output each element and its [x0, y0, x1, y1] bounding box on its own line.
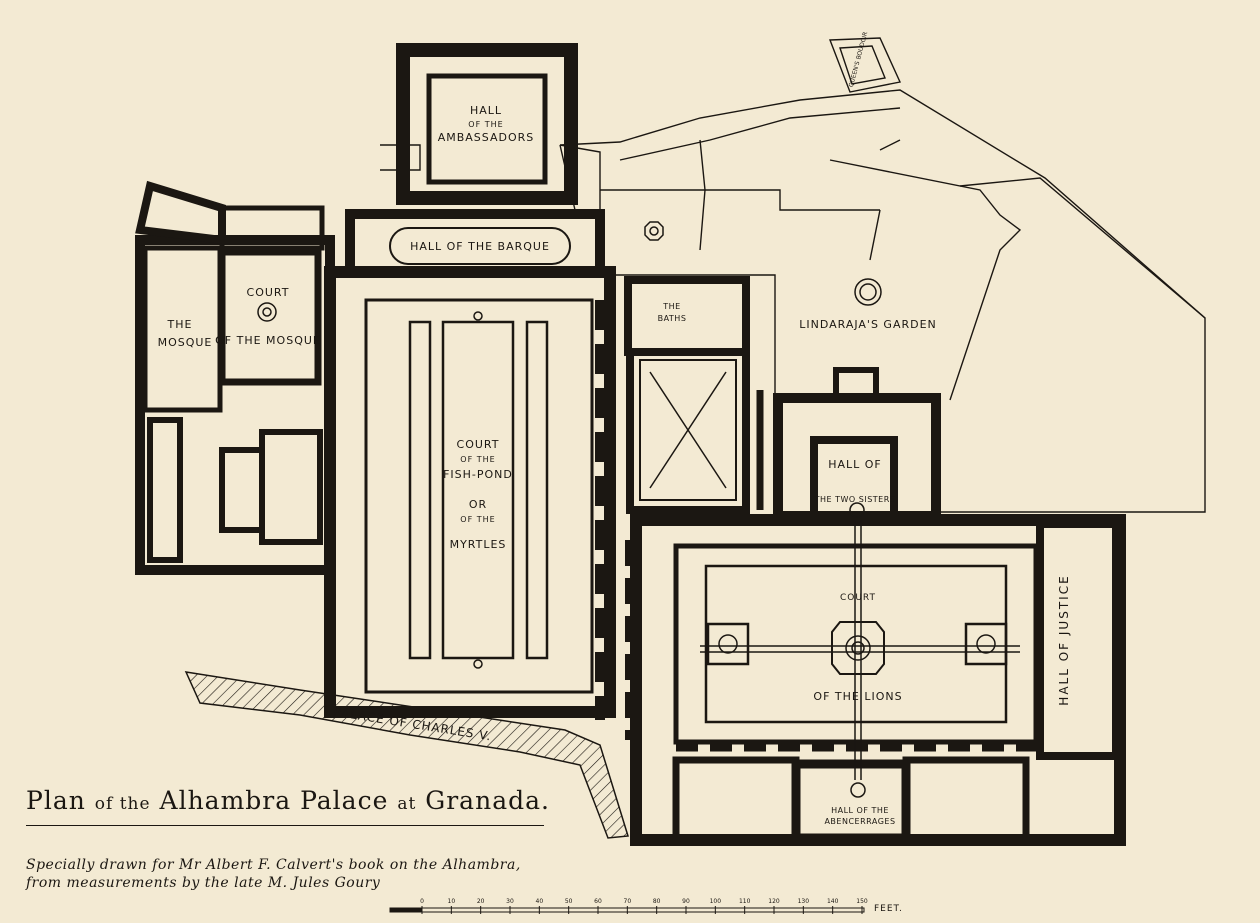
label-hall-ambassadors-3: AMBASSADORS [438, 131, 535, 144]
label-hall-barque: HALL OF THE BARQUE [410, 240, 550, 253]
label-abencerrages-2: ABENCERRAGES [824, 817, 895, 826]
scale-tick-label: 130 [798, 898, 810, 905]
title-word-4: at [397, 794, 417, 814]
scale-tick-label: 100 [710, 898, 722, 905]
credit-note: Specially drawn for Mr Albert F. Calvert… [26, 856, 521, 892]
scale-bar: 0 10 20 30 40 50 60 70 80 90 100 110 120 130 140 150 [389, 898, 868, 914]
scale-tick-label: 90 [682, 898, 690, 905]
label-fishpond-3: FISH-POND [443, 468, 513, 481]
scale-tick-label: 120 [768, 898, 780, 905]
palace-walls [135, 43, 1126, 846]
label-baths-1: THE [662, 302, 680, 311]
label-mosque-2: MOSQUE [158, 336, 213, 349]
lions-channels [473, 311, 1020, 798]
title-word-2: of the [94, 794, 151, 814]
scale-ticks: 0 10 20 30 40 50 60 70 80 90 100 110 120 130 140 150 [420, 898, 868, 914]
label-lindaraja: LINDARAJA'S GARDEN [799, 318, 937, 331]
label-fishpond-2: OF THE [460, 455, 495, 464]
title-word-1: Plan [26, 786, 86, 815]
scale-tick-label: 70 [624, 898, 632, 905]
label-fishpond-1: COURT [457, 438, 500, 451]
label-justice: HALL OF JUSTICE [1057, 574, 1071, 705]
label-baths-2: BATHS [658, 314, 687, 323]
label-hall-ambassadors-2: OF THE [468, 120, 503, 129]
label-lions-2: OF THE LIONS [813, 690, 902, 703]
label-court-mosque-1: COURT [247, 286, 290, 299]
label-hall-ambassadors-1: HALL [470, 104, 502, 117]
scale-tick-label: 40 [536, 898, 544, 905]
label-court-mosque-2: OF THE MOSQUE [215, 334, 321, 347]
scale-tick-label: 60 [594, 898, 602, 905]
scale-tick-label: 150 [856, 898, 868, 905]
label-lions-1: COURT [840, 593, 876, 603]
label-fishpond-4: OR [469, 498, 487, 511]
scale-tick-label: 110 [739, 898, 751, 905]
scale-unit-label: FEET. [874, 904, 903, 914]
label-fishpond-6: MYRTLES [450, 538, 507, 551]
scale-tick-label: 140 [827, 898, 839, 905]
title-underline [26, 825, 544, 826]
scale-tick-label: 10 [448, 898, 456, 905]
credit-line-1: Specially drawn for Mr Albert F. Calvert… [26, 857, 521, 873]
map-title: Plan of the Alhambra Palace at Granada. [26, 786, 550, 815]
garden-outlines [380, 37, 1206, 513]
fountains [257, 221, 882, 322]
scale-tick-label: 50 [565, 898, 573, 905]
scale-tick-label: 0 [420, 898, 424, 905]
label-abencerrages-1: HALL OF THE [831, 806, 889, 815]
scale-tick-label: 20 [477, 898, 485, 905]
credit-line-2: from measurements by the late M. Jules G… [26, 875, 381, 891]
title-word-3: Alhambra Palace [159, 786, 389, 815]
label-two-sisters-1: HALL OF [828, 458, 882, 471]
scale-tick-label: 30 [506, 898, 514, 905]
title-word-5: Granada. [425, 786, 550, 815]
label-fishpond-5: OF THE [460, 515, 495, 524]
label-two-sisters-2: THE TWO SISTERS [814, 495, 896, 504]
label-mosque-1: THE [167, 318, 193, 331]
scale-tick-label: 80 [653, 898, 661, 905]
